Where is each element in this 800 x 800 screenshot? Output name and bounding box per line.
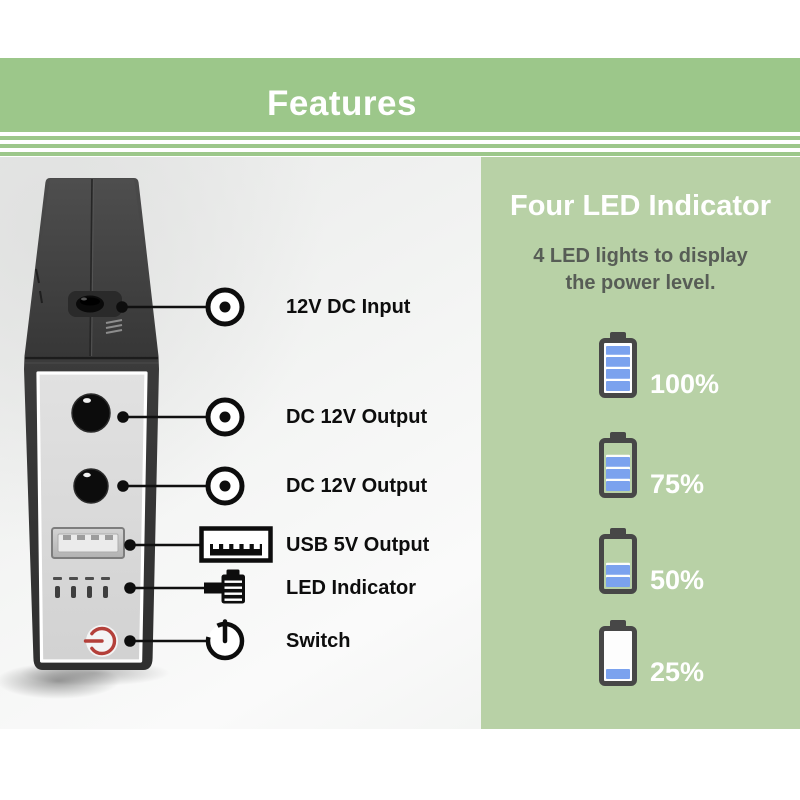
panel-description-line1: 4 LED lights to display xyxy=(533,245,748,267)
battery-callout-icon xyxy=(204,569,245,604)
dc-input-port xyxy=(68,291,122,317)
battery-level-row: 75% xyxy=(598,432,788,499)
callout-label-usb-output: USB 5V Output xyxy=(286,534,430,556)
battery-percent-label: 75% xyxy=(650,469,705,499)
dc-output-jack xyxy=(73,468,109,504)
panel-heading: Four LED Indicator xyxy=(510,190,771,222)
battery-icon-75 xyxy=(598,432,638,498)
banner-stripe xyxy=(0,148,800,152)
dc-jack-icon xyxy=(205,466,245,506)
device-illustration xyxy=(0,178,273,699)
panel-description-line2: the power level. xyxy=(565,272,716,294)
battery-nub xyxy=(610,620,626,628)
usb-port xyxy=(51,527,125,559)
banner-title: Features xyxy=(267,84,417,123)
battery-nub xyxy=(610,432,626,440)
led-indicators xyxy=(53,577,110,598)
device-front-panel xyxy=(36,371,148,663)
dc-output-jack xyxy=(71,393,111,433)
battery-icon-100 xyxy=(598,332,638,398)
battery-percent-label: 100% xyxy=(650,369,720,399)
callout-label-dc-input: 12V DC Input xyxy=(286,296,411,318)
usb-icon xyxy=(199,526,273,563)
device-photo-area: 12V DC Input DC 12V Output DC 12V Output… xyxy=(0,157,481,729)
power-icon xyxy=(205,619,245,661)
power-switch xyxy=(83,625,118,657)
callout-label-led: LED Indicator xyxy=(286,577,417,599)
callout-label-switch: Switch xyxy=(286,630,351,652)
callout-label-dc-output1: DC 12V Output xyxy=(286,406,428,428)
brand-logo xyxy=(105,319,123,334)
battery-level-row: 100% xyxy=(598,332,788,399)
battery-percent-label: 50% xyxy=(650,565,705,595)
dc-jack-icon xyxy=(205,397,245,437)
panel-description: 4 LED lights to display the power level. xyxy=(481,243,800,297)
led-indicator-panel: Four LED Indicator 4 LED lights to displ… xyxy=(481,157,800,729)
battery-nub xyxy=(610,332,626,340)
battery-icon-50 xyxy=(598,528,638,594)
callout-dots xyxy=(116,301,136,647)
banner-stripe xyxy=(0,140,800,144)
battery-nub xyxy=(610,528,626,536)
battery-percent-label: 25% xyxy=(650,657,705,687)
features-banner: Features xyxy=(0,58,800,156)
battery-icon-25 xyxy=(598,620,638,686)
callout-label-dc-output2: DC 12V Output xyxy=(286,475,428,497)
battery-level-row: 25% xyxy=(598,620,788,687)
callout-leaders xyxy=(122,305,206,643)
dc-jack-icon xyxy=(205,287,245,327)
banner-stripe xyxy=(0,132,800,136)
battery-level-row: 50% xyxy=(598,528,788,595)
